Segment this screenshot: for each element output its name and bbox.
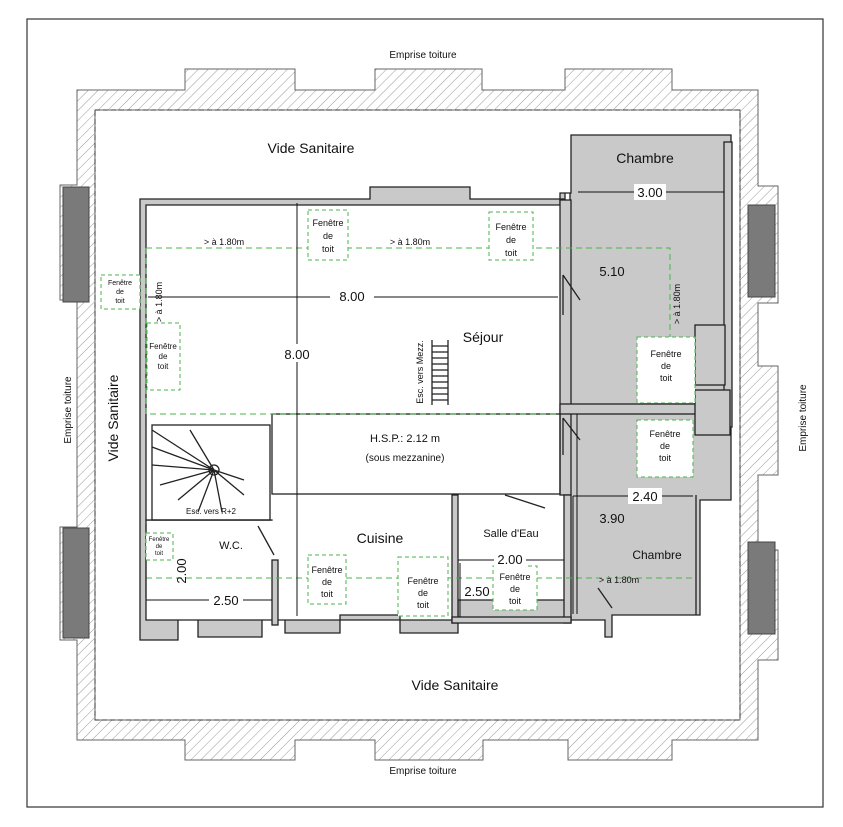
vide-top-label: Vide Sanitaire [268, 140, 355, 156]
window-2 [488, 211, 534, 261]
emprise-right-label: Emprise toiture [798, 384, 809, 452]
chimney-right-bottom [747, 541, 776, 635]
h2-label: > à 1.80m [390, 237, 430, 247]
door-chambre-bottom-2 [597, 587, 613, 609]
win7-t3: toit [155, 551, 163, 557]
win6-t3: toit [659, 453, 672, 463]
emprise-bottom-label: Emprise toiture [389, 766, 457, 777]
hsp-label: H.S.P.: 2.12 m [370, 433, 440, 445]
roof-outline [59, 68, 779, 761]
win6-t: Fenêtre [649, 429, 680, 439]
win5-t3: toit [660, 373, 673, 383]
drawing-frame [26, 18, 824, 808]
dim-250-wc: 2.50 [213, 593, 238, 608]
chambre-bottom-label: Chambre [632, 548, 682, 562]
door-wc [257, 525, 275, 556]
win4-t: Fenêtre [149, 342, 177, 351]
window-9 [397, 556, 449, 617]
window-6 [636, 419, 694, 478]
win5-t2: de [661, 361, 671, 371]
window-1 [307, 209, 349, 261]
wall-wc-right [271, 559, 279, 626]
chambre-top-label: Chambre [616, 150, 674, 166]
win10-t: Fenêtre [499, 572, 530, 582]
pillar-right-2 [694, 389, 731, 436]
roof-windows [100, 209, 696, 617]
win5-t: Fenêtre [650, 349, 681, 359]
emprise-left-label: Emprise toiture [63, 376, 74, 444]
esc-mezz-label: Esc. vers Mezz. [415, 340, 425, 404]
window-3 [100, 274, 141, 310]
salle-eau-label: Salle d'Eau [483, 528, 538, 540]
dim-800-h: 8.00 [339, 289, 364, 304]
sous-mezz-label: (sous mezzanine) [366, 453, 445, 464]
dimension-texts: 8.00 8.00 3.00 5.10 2.40 3.90 2.00 2.50 … [174, 184, 666, 608]
window-7 [145, 532, 174, 561]
sejour-label: Séjour [463, 329, 504, 345]
vide-sanitaire-outline [94, 109, 741, 721]
win10-t2: de [510, 584, 520, 594]
dim-300: 3.00 [637, 185, 662, 200]
roof-window-texts: Fenêtre de toit Fenêtre de toit Fenêtre … [108, 218, 682, 610]
h4-label: > à 1.80m [672, 284, 682, 324]
dim-510: 5.10 [599, 264, 624, 279]
win2-t3: toit [505, 248, 518, 258]
cuisine-label: Cuisine [357, 530, 404, 546]
wall-salle-bottom [451, 616, 572, 624]
wc-label: W.C. [219, 540, 243, 552]
dim-200-wc: 2.00 [174, 558, 189, 583]
room-labels: Emprise toiture Emprise toiture Emprise … [63, 50, 809, 777]
window-5 [636, 336, 696, 404]
window-4 [146, 322, 181, 391]
win2-t2: de [506, 235, 516, 245]
emprise-top-label: Emprise toiture [389, 50, 457, 61]
win7-t2: de [156, 544, 163, 550]
win1-t3: toit [322, 244, 335, 254]
wall-salle-right [563, 494, 572, 624]
dim-200-salle: 2.00 [497, 552, 522, 567]
win1-t2: de [323, 231, 333, 241]
window-10 [492, 565, 538, 611]
wall-sejour-chambre [559, 199, 572, 496]
h1-label: > à 1.80m [204, 237, 244, 247]
win8-t2: de [322, 577, 332, 587]
win1-t: Fenêtre [312, 218, 343, 228]
chimney-left-bottom [62, 527, 90, 639]
vide-left-label: Vide Sanitaire [105, 374, 121, 461]
h5-label: > à 1.80m [599, 575, 639, 585]
win2-t: Fenêtre [495, 222, 526, 232]
win8-t3: toit [321, 589, 334, 599]
win3-t: Fenêtre [108, 280, 132, 287]
wall-salle-left [451, 494, 459, 624]
win9-t: Fenêtre [407, 576, 438, 586]
chimney-right-top [747, 204, 776, 298]
win8-t: Fenêtre [311, 565, 342, 575]
win6-t2: de [660, 441, 670, 451]
staircase-r2 [151, 424, 271, 521]
dim-800-v: 8.00 [284, 347, 309, 362]
window-8 [307, 554, 347, 605]
win4-t2: de [159, 352, 168, 361]
win3-t3: toit [115, 298, 124, 305]
esc-r2-label: Esc. vers R+2 [186, 507, 237, 516]
staircase-mezz [431, 340, 449, 405]
chimney-left-top [62, 186, 90, 303]
win9-t2: de [418, 588, 428, 598]
win3-t2: de [116, 289, 124, 296]
dim-390: 3.90 [599, 511, 624, 526]
pillar-right [694, 324, 726, 386]
vide-bottom-label: Vide Sanitaire [412, 677, 499, 693]
height-texts: > à 1.80m > à 1.80m > à 1.80m > à 1.80m … [154, 237, 682, 585]
win10-t3: toit [509, 596, 522, 606]
door-chambre-top [562, 274, 581, 315]
win4-t3: toit [158, 362, 169, 371]
dim-250-salle: 2.50 [464, 584, 489, 599]
h3-label: > à 1.80m [154, 282, 164, 322]
dim-240: 2.40 [632, 489, 657, 504]
door-salle [504, 494, 546, 509]
win9-t3: toit [417, 600, 430, 610]
win7-t: Fenêtre [149, 537, 170, 543]
